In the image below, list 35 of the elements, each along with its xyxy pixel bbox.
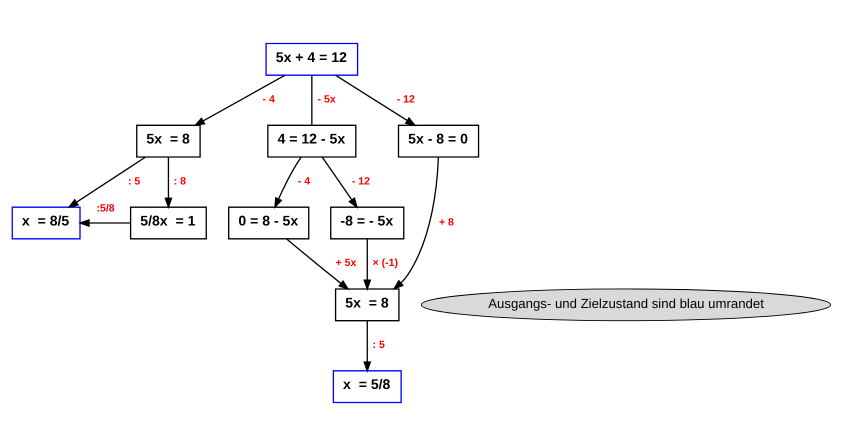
node-box: 4 = 12 - 5x (267, 124, 356, 158)
edge-label: - 4 (298, 175, 310, 188)
edge-label: :5/8 (96, 202, 115, 215)
edge-label: : 8 (174, 175, 186, 188)
edge-label: - 12 (396, 94, 415, 106)
node-box: x = 5/8 (332, 370, 402, 404)
connector (311, 75, 312, 126)
node-box: 5/8x = 1 (130, 206, 207, 240)
arrow (164, 157, 172, 210)
arrow (274, 156, 302, 209)
arrow (363, 320, 372, 373)
arrow (67, 156, 146, 208)
edge-label: : 5 (372, 339, 385, 352)
node-box: 5x = 8 (136, 124, 201, 158)
arrow (286, 238, 350, 290)
node-box: 5x + 4 = 12 (265, 42, 358, 76)
arrow (363, 238, 372, 291)
arrow (322, 156, 358, 209)
edge-label: + 8 (438, 216, 454, 228)
arrow (78, 218, 130, 228)
node-box: -8 = - 5x (330, 206, 404, 240)
node-box: x = 8/5 (12, 206, 81, 240)
node-box: 5x = 8 (334, 288, 400, 322)
node-box: 0 = 8 - 5x (228, 206, 310, 240)
edge-label: - 4 (262, 94, 275, 106)
node-box: 5x - 8 = 0 (398, 124, 480, 158)
arrow (392, 157, 440, 290)
edge-label: : 5 (128, 175, 140, 188)
edge-label: - 5x (318, 94, 336, 106)
edge-label: + 5x (336, 257, 356, 270)
arrow (194, 74, 286, 126)
arrow (335, 74, 416, 126)
edge-label: - 12 (352, 175, 370, 188)
edge-label: × (-1) (372, 257, 398, 270)
node-ellipse: Ausgangs- und Zielzustand sind blau umrandet (420, 288, 831, 322)
